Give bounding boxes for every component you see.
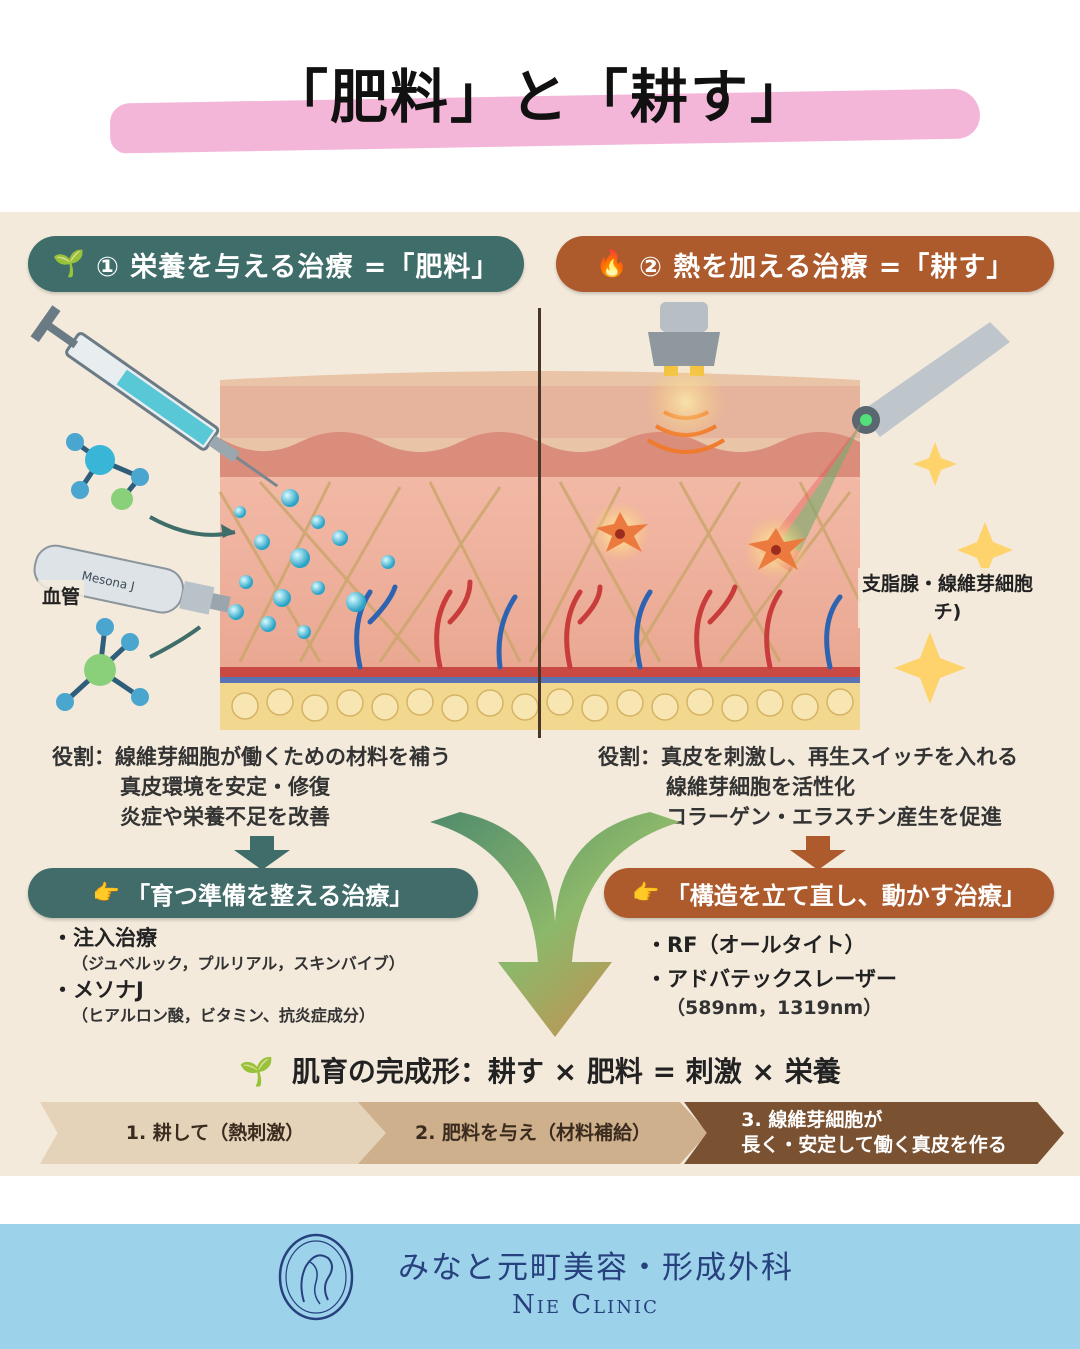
down-arrow-icon (234, 836, 290, 870)
laser-device-icon (852, 322, 1010, 437)
heading-nutrition-label: ① 栄養を与える治療 =「肥料」 (95, 251, 500, 283)
step-1-label: 1. 耕して（熱刺激） (125, 1121, 305, 1144)
blood-vessel-label: 血管 (38, 580, 85, 611)
clinic-name-japanese: みなと元町美容・形成外科 (398, 1250, 794, 1286)
laser-beam (780, 422, 862, 552)
subheading-restructure: 👉 「構造を立て直し、動かす治療」 (604, 868, 1054, 918)
subheading-prepare: 👉 「育つ準備を整える治療」 (28, 868, 478, 918)
converging-arrow-icon (430, 812, 680, 1037)
clinic-name-english: Nie Clinic (512, 1290, 659, 1320)
arrow-head-icon (221, 524, 235, 538)
mesona-j-device: Mesona J (33, 544, 231, 615)
list-item: ・メソナJ (52, 978, 144, 1002)
sprout-icon: 🌱 (52, 249, 86, 279)
fibroblast-cell-icon (744, 516, 808, 580)
blood-vessels (354, 579, 843, 670)
heading-heat-label: ② 熱を加える治療 =「耕す」 (638, 251, 1015, 283)
list-item: ・RF（オールタイト） (646, 933, 866, 957)
list-item-detail: （589nm，1319nm） (666, 997, 883, 1019)
step-2-label: 2. 肥料を与え（材料補給） (414, 1121, 652, 1144)
column-divider (538, 308, 541, 738)
molecule-icon (56, 618, 149, 711)
step-1-chevron: 1. 耕して（熱刺激） (40, 1102, 390, 1164)
illustration-panel: 🌱 ① 栄養を与える治療 =「肥料」 🔥 ② 熱を加える治療 =「耕す」 (0, 212, 1080, 1176)
treatment-list-nutrition: ・注入治療 （ジュベルック，プルリアル，スキンバイブ） ・メソナJ （ヒアルロン… (52, 924, 405, 1028)
step-3-line1: 3. 線維芽細胞が (741, 1109, 883, 1131)
arrow-icon (149, 625, 202, 659)
syringe-icon (30, 305, 279, 488)
molecule-icon (66, 433, 149, 510)
down-arrow-icon (790, 836, 846, 870)
step-2-chevron: 2. 肥料を与え（材料補給） (358, 1102, 708, 1164)
footer-bar (0, 1224, 1080, 1349)
heading-nutrition-treatment: 🌱 ① 栄養を与える治療 =「肥料」 (28, 236, 524, 292)
fibroblast-label: 支脂腺・線維芽細胞 チ) (858, 568, 1038, 628)
sprout-icon: 🌱 (239, 1055, 275, 1088)
pointing-hand-icon: 👉 (92, 880, 121, 906)
page-title: 「肥料」と「耕す」 (269, 63, 810, 131)
role-text-nutrition: 役割：線維芽細胞が働くための材料を補う 真皮環境を安定・修復 炎症や栄養不足を改… (52, 745, 451, 829)
list-item-detail: （ジュベルック，プルリアル，スキンバイブ） (72, 954, 405, 973)
fibroblast-cell-icon (590, 502, 650, 562)
clinic-logo-icon (278, 1233, 354, 1321)
nutrient-bubbles (228, 489, 395, 639)
pointing-hand-icon: 👉 (632, 880, 660, 906)
summary-formula: 🌱 肌育の完成形：耕す × 肥料 = 刺激 × 栄養 (0, 1050, 1080, 1090)
list-item: ・注入治療 (52, 926, 157, 950)
step-3-line2: 長く・安定して働く真皮を作る (741, 1134, 1007, 1156)
list-item: ・アドバテックスレーザー (646, 967, 897, 991)
subheading-restructure-label: 「構造を立て直し、動かす治療」 (665, 881, 1026, 910)
sparkle-icon (894, 442, 1013, 704)
treatment-list-heat: ・RF（オールタイト） ・アドバテックスレーザー （589nm，1319nm） (646, 928, 897, 1020)
step-3-chevron: 3. 線維芽細胞が 長く・安定して働く真皮を作る (684, 1102, 1064, 1164)
list-item-detail: （ヒアルロン酸，ビタミン、抗炎症成分） (72, 1006, 375, 1025)
heading-heat-treatment: 🔥 ② 熱を加える治療 =「耕す」 (556, 236, 1054, 292)
role-text-heat: 役割：真皮を刺激し、再生スイッチを入れる 線維芽細胞を活性化 コラーゲン・エラス… (598, 745, 1018, 829)
summary-text: 肌育の完成形：耕す × 肥料 = 刺激 × 栄養 (291, 1055, 841, 1088)
subheading-prepare-label: 「育つ準備を整える治療」 (126, 881, 414, 910)
fire-icon: 🔥 (595, 249, 629, 279)
